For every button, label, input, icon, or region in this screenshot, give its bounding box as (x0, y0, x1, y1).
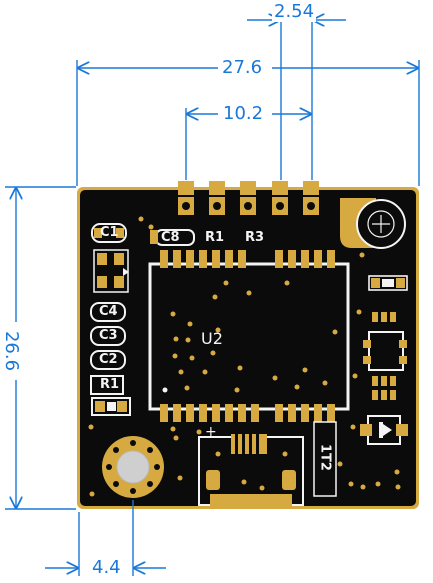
silk-c8: C8 (161, 230, 180, 245)
battery-pad (340, 198, 406, 249)
header-pin (209, 181, 225, 215)
dimension-pin-pitch: 2.54 (272, 1, 317, 22)
silk-r3: R3 (245, 230, 265, 245)
header-pin (240, 181, 256, 215)
board-solder-mask (80, 190, 416, 506)
silk-u2: U2 (201, 329, 223, 348)
silk-c2: C2 (99, 352, 118, 367)
silk-r1-top: R1 (205, 230, 225, 245)
board-vias (88, 216, 401, 497)
header-pin (272, 181, 288, 215)
silk-plus: + (205, 424, 217, 440)
dimension-board-height: 26.6 (1, 328, 23, 374)
dimension-board-width: 27.6 (220, 57, 265, 78)
silk-c4: C4 (99, 304, 118, 319)
silk-c3: C3 (99, 328, 118, 343)
header-pin (303, 181, 319, 215)
silk-c1: C1 (100, 225, 119, 240)
gps-module-u2 (148, 250, 350, 422)
usb-connector (198, 434, 304, 506)
mounting-hole (102, 436, 164, 498)
right-components (313, 275, 408, 497)
left-components (90, 223, 131, 416)
silk-r1-left: R1 (100, 377, 120, 392)
silk-vertical-label: 1T2 (317, 444, 333, 471)
pin-header (178, 181, 319, 215)
dimension-lines (5, 20, 420, 576)
dimension-header-span: 10.2 (221, 103, 266, 124)
header-pin (178, 181, 194, 215)
dimension-hole-offset: 4.4 (90, 557, 123, 578)
top-components (150, 229, 195, 246)
